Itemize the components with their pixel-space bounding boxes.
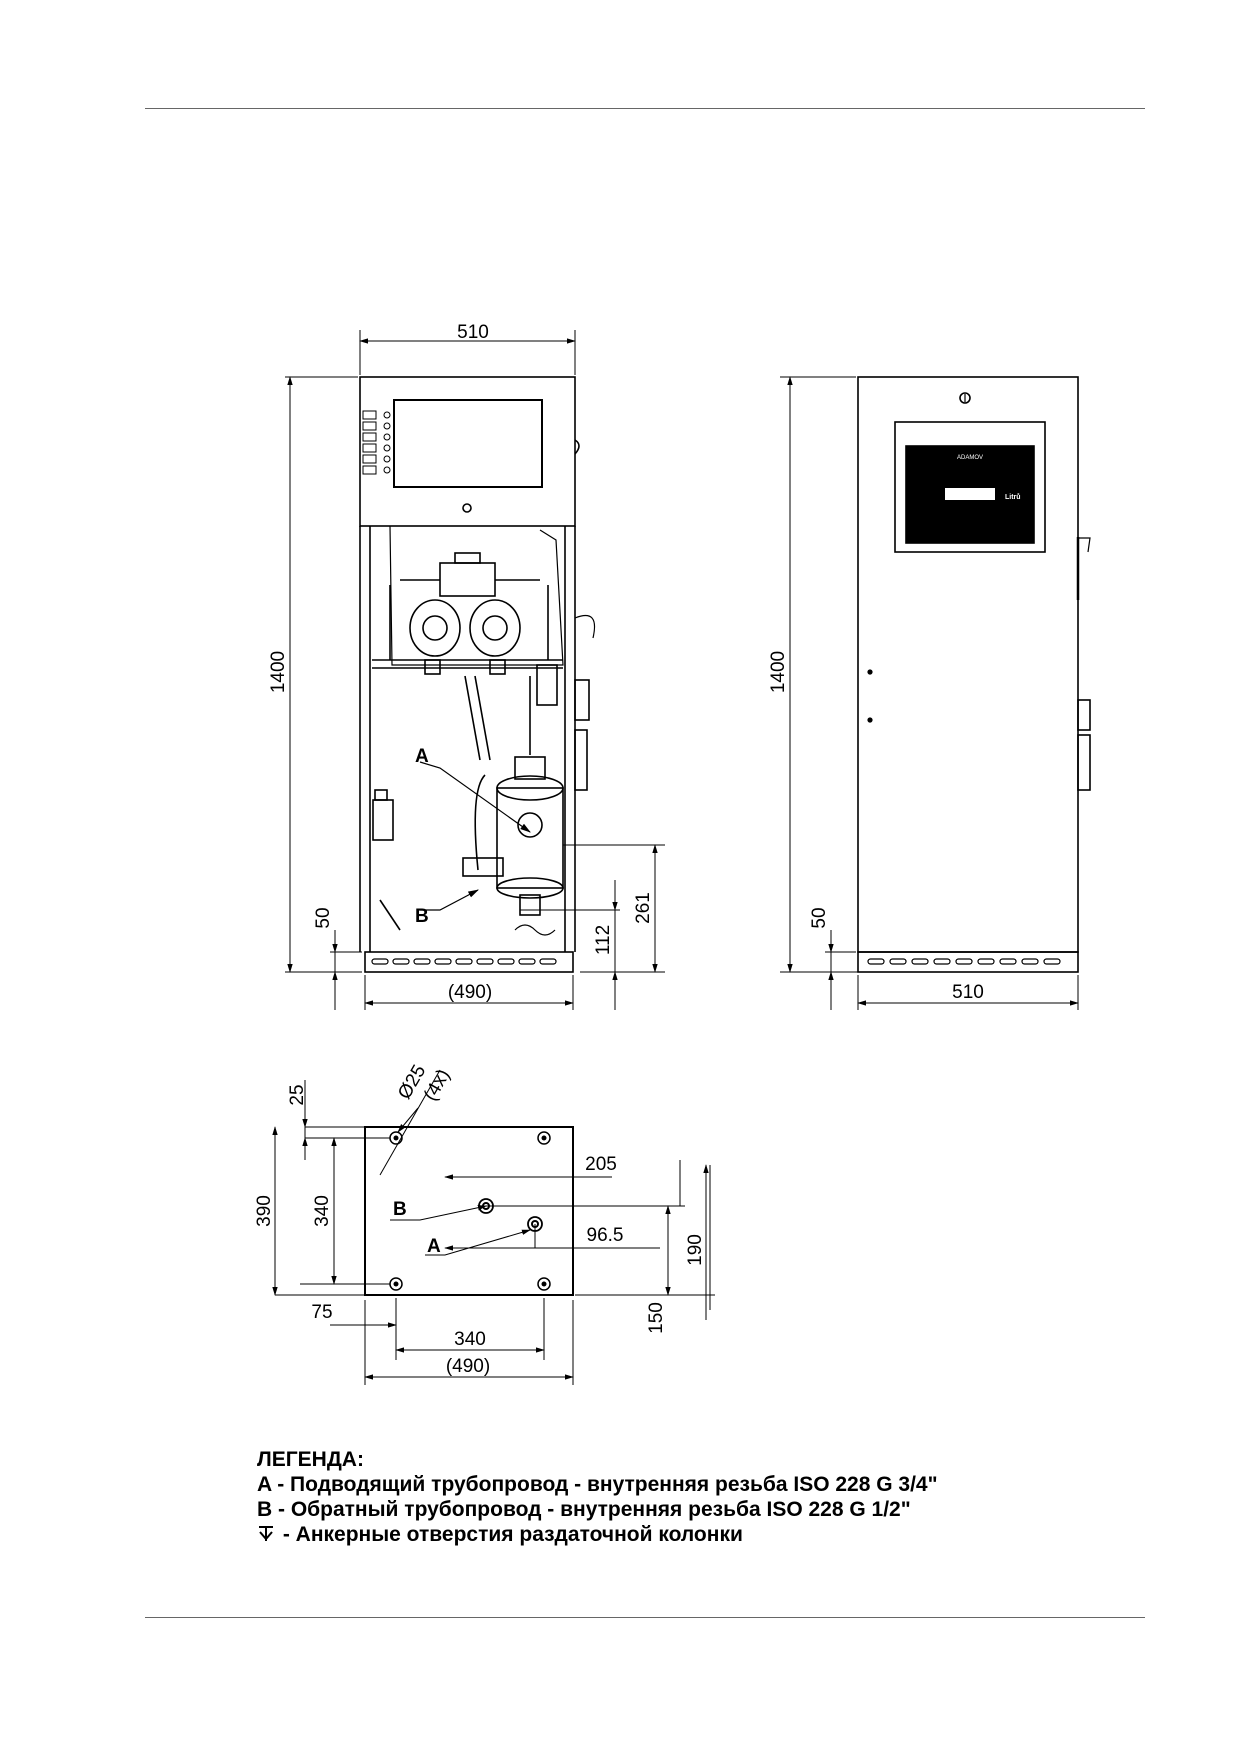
- legend: ЛЕГЕНДА: A - Подводящий трубопровод - вн…: [257, 1447, 938, 1548]
- legend-anchor-text: - Анкерные отверстия раздаточной колонки: [282, 1523, 743, 1546]
- plan-dimensions: [272, 1069, 715, 1385]
- side-width-label: 510: [952, 982, 984, 1003]
- plan-hole-x-label: 75: [311, 1302, 332, 1323]
- plan-b-offset-label: 205: [585, 1154, 617, 1175]
- side-display-unit: Litrů: [1005, 493, 1021, 501]
- plan-depth-label: 390: [254, 1195, 275, 1227]
- front-view: [359, 376, 596, 973]
- plan-top-offset-label: 25: [287, 1084, 308, 1105]
- plan-dimension-text: 25 Ø25 (4x) 390 340 205 96.5 190 150 75 …: [254, 1061, 706, 1377]
- legend-item-a: A - Подводящий трубопровод - внутренняя …: [257, 1473, 938, 1496]
- legend-item-b: B - Обратный трубопровод - внутренняя ре…: [257, 1498, 911, 1521]
- side-dimensions: [780, 376, 1079, 1010]
- top-rule: [145, 108, 1145, 109]
- plan-label-a: A: [427, 1236, 441, 1257]
- anchor-hole-icon: [257, 1523, 277, 1548]
- side-display-brand: ADAMOV: [957, 455, 983, 461]
- front-dimensions: [285, 330, 665, 1010]
- side-display-readout: [945, 488, 995, 500]
- side-dimension-text: 1400 50 510: [768, 651, 984, 1003]
- pipe-b-height-label: 112: [593, 925, 614, 955]
- plan-width-label: (490): [446, 1356, 490, 1377]
- side-base-offset-label: 50: [809, 907, 830, 928]
- legend-title: ЛЕГЕНДА:: [257, 1448, 364, 1471]
- plan-label-b: B: [393, 1199, 407, 1220]
- plan-a-y-label: 150: [646, 1302, 667, 1334]
- front-width-label: 510: [457, 322, 489, 343]
- plan-a-offset-label: 96.5: [587, 1225, 624, 1246]
- bottom-rule: [145, 1617, 1145, 1618]
- front-height-label: 1400: [268, 651, 289, 693]
- pipe-a-height-label: 261: [633, 892, 654, 924]
- side-view: [857, 376, 1091, 973]
- plan-hole-spacing-x-label: 340: [454, 1329, 486, 1350]
- front-label-b: B: [415, 906, 429, 927]
- plan-hole-spacing-y-label: 340: [312, 1195, 333, 1227]
- front-label-a: A: [415, 746, 429, 767]
- plan-view: [364, 1126, 574, 1296]
- front-base-offset-label: 50: [313, 907, 334, 928]
- side-height-label: 1400: [768, 651, 789, 693]
- plan-b-y-label: 190: [685, 1234, 706, 1266]
- legend-item-anchor: - Анкерные отверстия раздаточной колонки: [257, 1522, 938, 1548]
- front-dimension-text: 510 1400 50 (490) 261 112 A B: [268, 322, 654, 1003]
- front-base-width-label: (490): [448, 982, 492, 1003]
